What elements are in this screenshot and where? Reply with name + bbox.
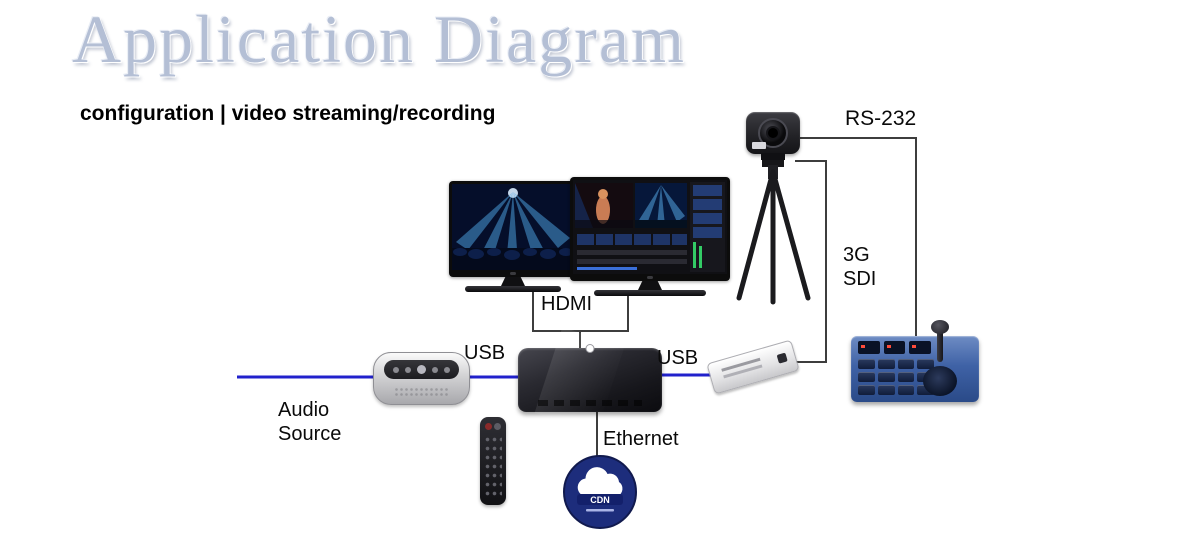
left-monitor-stand bbox=[501, 277, 525, 286]
joystick-knob bbox=[931, 320, 949, 334]
audio-button-icon bbox=[405, 366, 411, 373]
left-monitor bbox=[449, 181, 577, 292]
right-monitor-bezel bbox=[570, 177, 730, 281]
joystick-base bbox=[923, 366, 957, 396]
ethernet-label: Ethernet bbox=[603, 428, 679, 450]
audio-label-line2: Source bbox=[278, 423, 342, 445]
ptz-camera bbox=[746, 112, 800, 154]
left-monitor-base bbox=[465, 286, 561, 292]
audio-button-icon bbox=[432, 366, 438, 373]
remote-buttons bbox=[484, 435, 502, 499]
right-monitor bbox=[570, 177, 730, 296]
audio-button-icon bbox=[444, 366, 450, 373]
cdn-cloud: CDN bbox=[562, 454, 638, 530]
video-switcher-device bbox=[518, 344, 662, 412]
switcher-indicator-dot bbox=[585, 344, 595, 353]
camera-lens-inner bbox=[768, 128, 778, 138]
left-monitor-screen bbox=[452, 184, 574, 270]
rs232-label: RS-232 bbox=[845, 107, 917, 130]
right-monitor-screen bbox=[573, 180, 727, 274]
remote-control bbox=[480, 417, 506, 505]
audio-label-line1: Audio bbox=[278, 399, 330, 421]
page-subtitle: configuration | video streaming/recordin… bbox=[80, 102, 496, 125]
camera-lens-icon bbox=[758, 118, 788, 148]
sdi-label-line1: 3G bbox=[843, 244, 870, 266]
page-title: Application Diagram bbox=[72, 1, 686, 77]
joystick-controller bbox=[851, 320, 979, 402]
right-monitor-base bbox=[594, 290, 706, 296]
controller-display bbox=[883, 341, 906, 354]
controller-keypad bbox=[858, 359, 934, 395]
sdi-label-line2: SDI bbox=[843, 268, 877, 290]
audio-source-device bbox=[373, 352, 470, 405]
joystick-stick bbox=[937, 328, 943, 362]
controller-display bbox=[909, 341, 932, 354]
audio-source-label: Audio Source bbox=[278, 398, 341, 446]
usb-left-label: USB bbox=[464, 342, 506, 364]
tripod bbox=[736, 158, 811, 305]
audio-button-icon bbox=[393, 366, 399, 373]
camera-brand-tag bbox=[752, 142, 766, 149]
usb-capture-device bbox=[706, 339, 800, 395]
left-monitor-bezel bbox=[449, 181, 577, 277]
audio-mic-icon bbox=[417, 365, 426, 374]
hdmi-label: HDMI bbox=[541, 293, 593, 315]
sdi-label: 3G SDI bbox=[843, 243, 876, 291]
audio-control-panel bbox=[384, 360, 459, 379]
usb-right-label: USB bbox=[657, 347, 699, 369]
controller-display bbox=[858, 341, 880, 354]
right-monitor-stand bbox=[638, 281, 662, 290]
cdn-label: CDN bbox=[590, 495, 610, 505]
controller-displays bbox=[858, 341, 932, 354]
camera-mount bbox=[761, 153, 785, 160]
cloud-icon: CDN bbox=[563, 455, 637, 529]
